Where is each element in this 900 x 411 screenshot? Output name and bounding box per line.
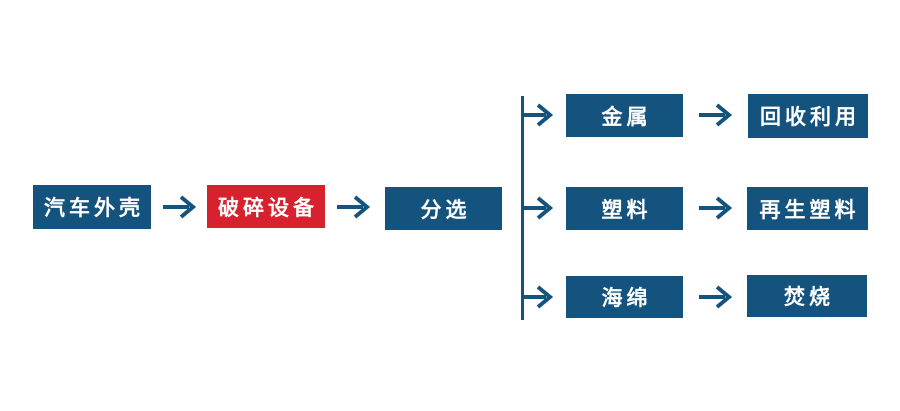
arrow-right-icon <box>696 101 736 129</box>
node-plastic-label: 塑料 <box>601 198 652 222</box>
node-sorting: 分选 <box>385 187 502 230</box>
branch-arrow-icon <box>522 101 556 129</box>
node-sponge-label: 海绵 <box>601 287 652 310</box>
arrow-right-icon <box>696 194 736 222</box>
node-recycled-plastic: 再生塑料 <box>747 187 868 230</box>
node-incineration: 焚烧 <box>747 275 867 317</box>
node-metal: 金属 <box>566 94 683 137</box>
node-car-shell-label: 汽车外壳 <box>44 197 144 220</box>
node-crusher: 破碎设备 <box>207 185 325 228</box>
node-crusher-label: 破碎设备 <box>218 196 318 220</box>
branch-arrow-icon <box>522 283 556 311</box>
node-recycling-label: 回收利用 <box>760 106 860 129</box>
node-metal-label: 金属 <box>601 105 652 129</box>
node-recycling: 回收利用 <box>748 94 868 138</box>
node-plastic: 塑料 <box>566 187 683 230</box>
arrow-right-icon <box>334 193 374 221</box>
branch-arrow-icon <box>522 194 556 222</box>
arrow-right-icon <box>160 193 200 221</box>
node-sponge: 海绵 <box>566 276 683 318</box>
node-recycled-plastic-label: 再生塑料 <box>759 198 860 222</box>
node-car-shell: 汽车外壳 <box>33 185 151 229</box>
node-incineration-label: 焚烧 <box>784 286 834 309</box>
arrow-right-icon <box>696 283 736 311</box>
node-sorting-label: 分选 <box>420 198 471 222</box>
